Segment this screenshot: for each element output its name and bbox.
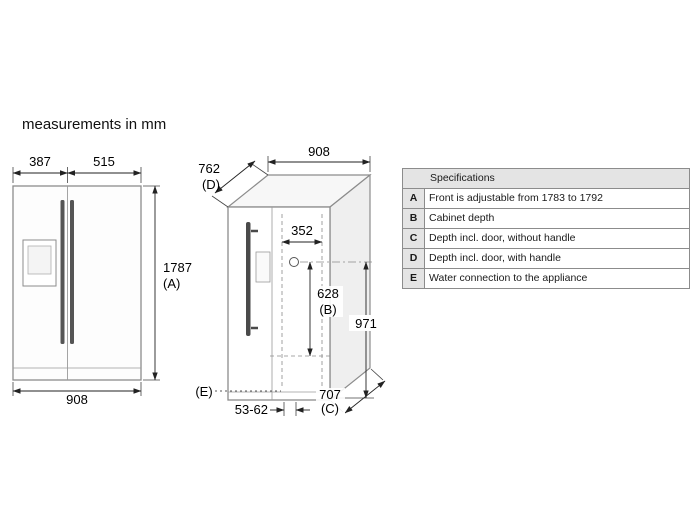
spec-desc: Front is adjustable from 1783 to 1792 xyxy=(429,192,603,204)
spec-key: C xyxy=(403,229,425,248)
page-title: measurements in mm xyxy=(22,116,167,133)
dim-762-label: 762 xyxy=(198,161,220,176)
dim-628-label: 628 xyxy=(317,286,339,301)
spec-desc: Depth incl. door, without handle xyxy=(429,232,576,244)
dim-908-top-label: 908 xyxy=(308,144,330,159)
dim-707-label: 707 xyxy=(319,387,341,402)
dim-A-ref-label: (A) xyxy=(163,276,180,291)
dim-352-label: 352 xyxy=(291,223,313,238)
water-connection-point xyxy=(289,257,299,267)
dim-B-ref-label: (B) xyxy=(319,302,336,317)
spec-row-e: E Water connection to the appliance xyxy=(403,269,689,288)
dim-53-62-label: 53-62 xyxy=(235,402,268,417)
spec-row-c: C Depth incl. door, without handle xyxy=(403,229,689,249)
dim-971-label: 971 xyxy=(355,316,377,331)
dim-908-front-label: 908 xyxy=(66,392,88,407)
spec-desc: Cabinet depth xyxy=(429,212,495,224)
dim-D-ref-label: (D) xyxy=(202,177,220,192)
spec-row-b: B Cabinet depth xyxy=(403,209,689,229)
spec-key: D xyxy=(403,249,425,268)
spec-desc: Water connection to the appliance xyxy=(429,272,588,284)
spec-table: Specifications A Front is adjustable fro… xyxy=(402,168,690,289)
dim-1787-label: 1787 xyxy=(163,260,192,275)
spec-desc: Depth incl. door, with handle xyxy=(429,252,561,264)
spec-table-header: Specifications xyxy=(403,169,689,189)
dim-387-label: 387 xyxy=(29,154,51,169)
dim-515-label: 515 xyxy=(93,154,115,169)
right-door-handle xyxy=(70,200,74,344)
dim-E-ref-label: (E) xyxy=(195,384,212,399)
spec-key: A xyxy=(403,189,425,208)
fridge-perspective-view: 762 (D) 908 352 628 (B) 971 (E) xyxy=(195,144,386,417)
spec-key: B xyxy=(403,209,425,228)
left-door-handle xyxy=(60,200,65,344)
fridge-front-view: 387 515 1787 (A) 908 xyxy=(12,154,192,407)
spec-row-a: A Front is adjustable from 1783 to 1792 xyxy=(403,189,689,209)
dim-C-ref-label: (C) xyxy=(321,401,339,416)
door-handle xyxy=(246,222,251,336)
dispenser-small xyxy=(255,251,271,283)
spec-key: E xyxy=(403,269,425,288)
spec-row-d: D Depth incl. door, with handle xyxy=(403,249,689,269)
